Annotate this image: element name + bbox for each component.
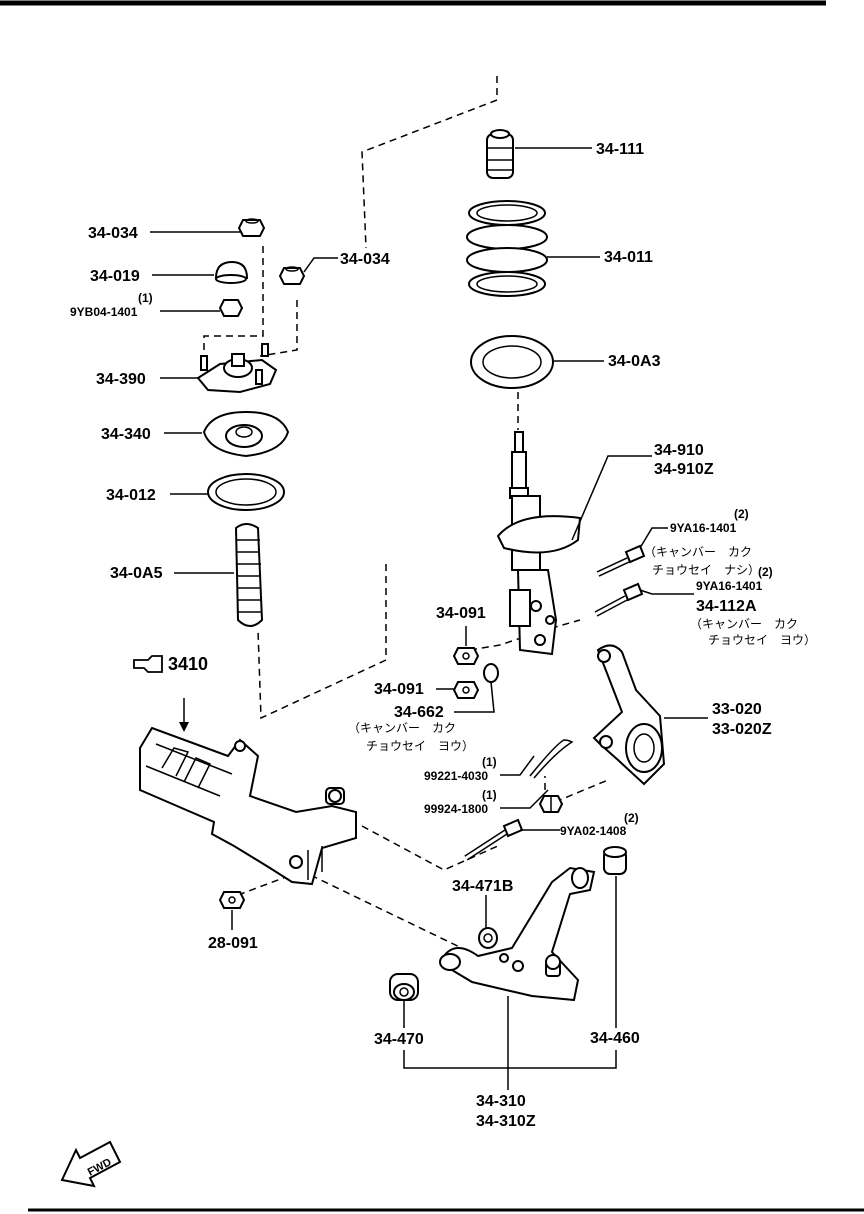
castle-nut-part	[538, 795, 564, 813]
label-9ya16-b-qty: (2)	[758, 565, 773, 579]
label-camber-b-line2: チョウセイ ヨウ）	[708, 633, 816, 647]
label-34-019: 34-019	[90, 268, 140, 285]
label-34-460: 34-460	[590, 1030, 640, 1047]
reference-3410: 3410	[133, 654, 208, 674]
bolt-9ya16-b-part	[594, 582, 644, 617]
fwd-arrow-icon	[60, 1140, 122, 1188]
label-34-310z: 34-310Z	[476, 1113, 536, 1130]
label-34-471b: 34-471B	[452, 878, 513, 895]
steering-knuckle-part	[592, 644, 666, 786]
label-34-390: 34-390	[96, 371, 146, 388]
label-9yb04-qty: (1)	[138, 291, 153, 305]
label-99221-4030: 99221-4030	[424, 769, 488, 783]
label-34-662: 34-662	[394, 704, 444, 721]
nut-34-091-a-part	[452, 647, 480, 665]
label-34-091-b: 34-091	[374, 681, 424, 698]
label-34-340: 34-340	[101, 426, 151, 443]
cotter-pin-part	[529, 739, 574, 779]
dust-cap-part	[214, 260, 249, 284]
label-34-034-a: 34-034	[88, 225, 138, 242]
dust-boot-part	[234, 523, 264, 627]
washer-34-662-part	[483, 663, 499, 683]
label-34-0a5: 34-0A5	[110, 565, 163, 582]
crossmember-part	[139, 726, 357, 886]
label-34-091-a: 34-091	[436, 605, 486, 622]
forward-arrow: FWD	[60, 1140, 122, 1188]
pointing-hand-icon	[133, 655, 163, 673]
coil-spring-part	[466, 200, 548, 297]
label-34-910z: 34-910Z	[654, 461, 714, 478]
upper-seat-ring-part	[207, 473, 285, 511]
label-34-470: 34-470	[374, 1031, 424, 1048]
label-99924-1800: 99924-1800	[424, 802, 488, 816]
label-99221-qty: (1)	[482, 755, 497, 769]
mount-insulator-part	[202, 410, 290, 458]
label-34-011: 34-011	[604, 249, 653, 266]
label-33-020: 33-020	[712, 701, 762, 718]
label-33-020z: 33-020Z	[712, 721, 772, 738]
bolt-9ya02-part	[464, 818, 524, 861]
label-9yb04-1401: 9YB04-1401	[70, 305, 138, 319]
label-camber-c-line1: （キャンバー カク	[348, 721, 456, 735]
nut-34-091-b-part	[452, 681, 480, 699]
label-camber-c-line2: チョウセイ ヨウ）	[366, 739, 474, 753]
label-camber-a-line2: チョウセイ ナシ）	[652, 563, 760, 577]
part-labels: 34-111 34-011 34-0A3 34-910 34-910Z 34-0…	[70, 141, 816, 1130]
label-camber-b-line1: （キャンバー カク	[690, 617, 798, 631]
label-9ya16-1401-b: 9YA16-1401	[696, 579, 763, 593]
label-9ya16-a-qty: (2)	[734, 507, 749, 521]
bushing-34-471b-part	[478, 927, 498, 949]
label-3410: 3410	[168, 654, 208, 674]
label-34-0a3: 34-0A3	[608, 353, 661, 370]
bolt-9ya16-a-part	[596, 544, 646, 577]
nut-34-034-a	[237, 218, 266, 237]
label-34-034-b: 34-034	[340, 251, 390, 268]
label-9ya02-1408: 9YA02-1408	[560, 824, 627, 838]
leader-lines	[150, 147, 708, 1090]
label-34-111: 34-111	[596, 141, 644, 158]
nut-9yb04-part	[218, 299, 244, 317]
label-9ya02-qty: (2)	[624, 811, 639, 825]
label-34-310: 34-310	[476, 1093, 526, 1110]
label-9ya16-1401-a: 9YA16-1401	[670, 521, 737, 535]
nut-34-034-b	[278, 266, 306, 285]
label-34-112a: 34-112A	[696, 598, 757, 615]
label-28-091: 28-091	[208, 935, 258, 952]
spring-seat-part	[470, 335, 554, 389]
lower-arm-part	[439, 866, 596, 1002]
shock-absorber-part	[496, 431, 582, 656]
label-camber-a-line1: （キャンバー カク	[644, 545, 752, 559]
bump-stopper-part	[486, 129, 514, 179]
label-34-012: 34-012	[106, 487, 156, 504]
nut-28-091-part	[218, 891, 246, 909]
label-99924-qty: (1)	[482, 788, 497, 802]
strut-mount-part	[196, 343, 278, 394]
bushing-34-460-part	[603, 846, 627, 875]
bushing-34-470-part	[389, 973, 419, 1001]
label-34-910: 34-910	[654, 442, 704, 459]
